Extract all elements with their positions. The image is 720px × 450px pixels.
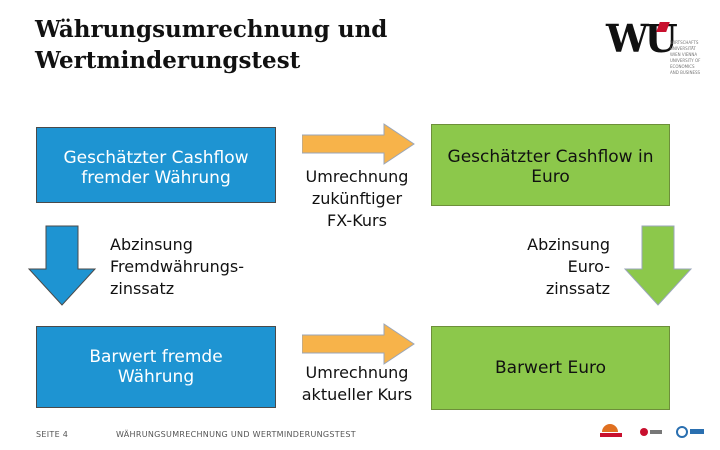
amba-logo xyxy=(676,424,704,440)
label-future-fx: Umrechnung zukünftiger FX-Kurs xyxy=(305,167,409,230)
box-foreign-cashflow-label: Geschätzter Cashflow fremder Währung xyxy=(63,148,249,188)
box-euro-cashflow-label: Geschätzter Cashflow in Euro xyxy=(447,147,654,187)
footer-title: WÄHRUNGSUMRECHNUNG UND WERTMINDERUNGSTES… xyxy=(116,430,356,439)
wu-logo-text: WIRTSCHAFTS UNIVERSITÄT WIEN VIENNA UNIV… xyxy=(670,40,706,76)
equis-logo xyxy=(600,424,622,440)
box-foreign-pv: Barwert fremde Währung xyxy=(36,326,276,408)
slide-title: Währungsumrechnung und Wertminderungstes… xyxy=(35,16,388,74)
wu-logo: WU WIRTSCHAFTS UNIVERSITÄT WIEN VIENNA U… xyxy=(606,16,706,78)
wu-logo-line: WIEN VIENNA xyxy=(670,52,698,57)
box-euro-cashflow: Geschätzter Cashflow in Euro xyxy=(431,124,670,206)
arrow-down-icon xyxy=(623,225,693,306)
box-euro-pv-label: Barwert Euro xyxy=(494,358,607,378)
box-euro-pv: Barwert Euro xyxy=(431,326,670,410)
label-current-fx: Umrechnung aktueller Kurs xyxy=(301,363,413,404)
wu-logo-line: WIRTSCHAFTS xyxy=(670,40,699,45)
arrow-right-icon xyxy=(302,123,415,165)
wu-logo-line: UNIVERSITY OF xyxy=(670,58,701,63)
footer-page: SEITE 4 xyxy=(36,430,69,439)
wu-logo-line: UNIVERSITÄT xyxy=(670,46,696,51)
box-foreign-cashflow: Geschätzter Cashflow fremder Währung xyxy=(36,127,276,203)
arrow-down-icon xyxy=(27,225,97,306)
box-foreign-pv-label: Barwert fremde Währung xyxy=(89,347,223,387)
wu-logo-line: AND BUSINESS xyxy=(670,70,701,75)
label-discount-foreign: Abzinsung Fremdwährungs- zinssatz xyxy=(110,235,245,298)
label-discount-euro: Abzinsung Euro- zinssatz xyxy=(527,235,610,298)
aacsb-logo xyxy=(640,426,662,440)
wu-logo-line: ECONOMICS xyxy=(670,64,695,69)
arrow-right-icon xyxy=(302,323,415,365)
